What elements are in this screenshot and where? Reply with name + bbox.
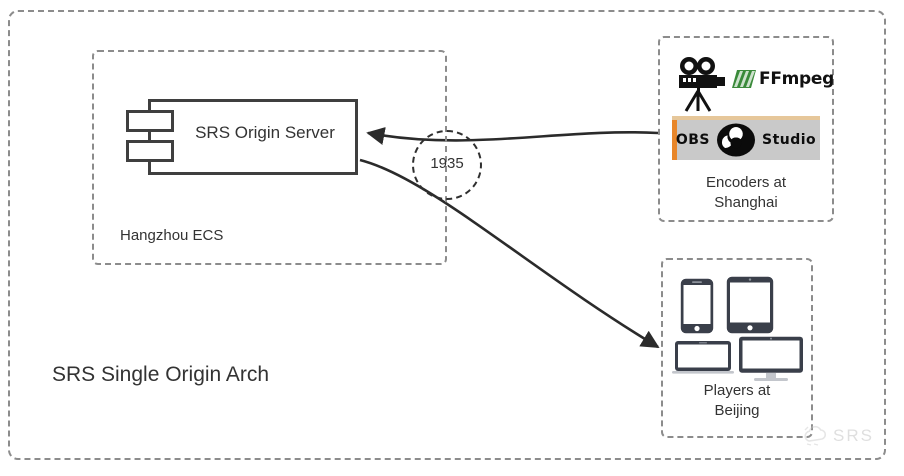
obs-mark-icon (716, 123, 755, 157)
group-label-players: Players at Beijing (703, 382, 771, 420)
movie-camera-icon (679, 57, 725, 112)
obs-top-strip (672, 116, 820, 120)
outer-dashed-frame (8, 10, 886, 460)
laptop-icon (672, 341, 734, 374)
tablet-icon (726, 276, 774, 334)
server-tab-top (126, 110, 174, 132)
group-label-encoders: Encoders at Shanghai (705, 174, 787, 212)
port-circle (412, 130, 482, 200)
srs-origin-server-label: SRS Origin Server (195, 123, 335, 142)
smartphone-icon (680, 278, 714, 334)
desktop-monitor-icon (739, 336, 803, 381)
srs-watermark: SRS (802, 419, 892, 453)
page-title: SRS Single Origin Arch (52, 363, 270, 386)
srs-watermark-label: SRS (833, 426, 874, 445)
obs-studio-logo: OBS Studio (672, 120, 820, 160)
server-tab-bottom (126, 140, 174, 162)
ffmpeg-logo: FFmpeg (732, 63, 835, 95)
srs-origin-server-node[interactable] (148, 99, 358, 175)
ffmpeg-mark-icon (732, 70, 756, 88)
srs-cloud-icon (804, 425, 827, 446)
group-label-hangzhou: Hangzhou ECS (120, 227, 224, 244)
group-encoders-shanghai (658, 36, 834, 222)
obs-label-right: Studio (761, 132, 817, 148)
port-label: 1935 (430, 155, 464, 172)
group-players-beijing (661, 258, 813, 438)
ffmpeg-label: FFmpeg (759, 69, 835, 89)
obs-label-left: OBS (675, 132, 710, 148)
